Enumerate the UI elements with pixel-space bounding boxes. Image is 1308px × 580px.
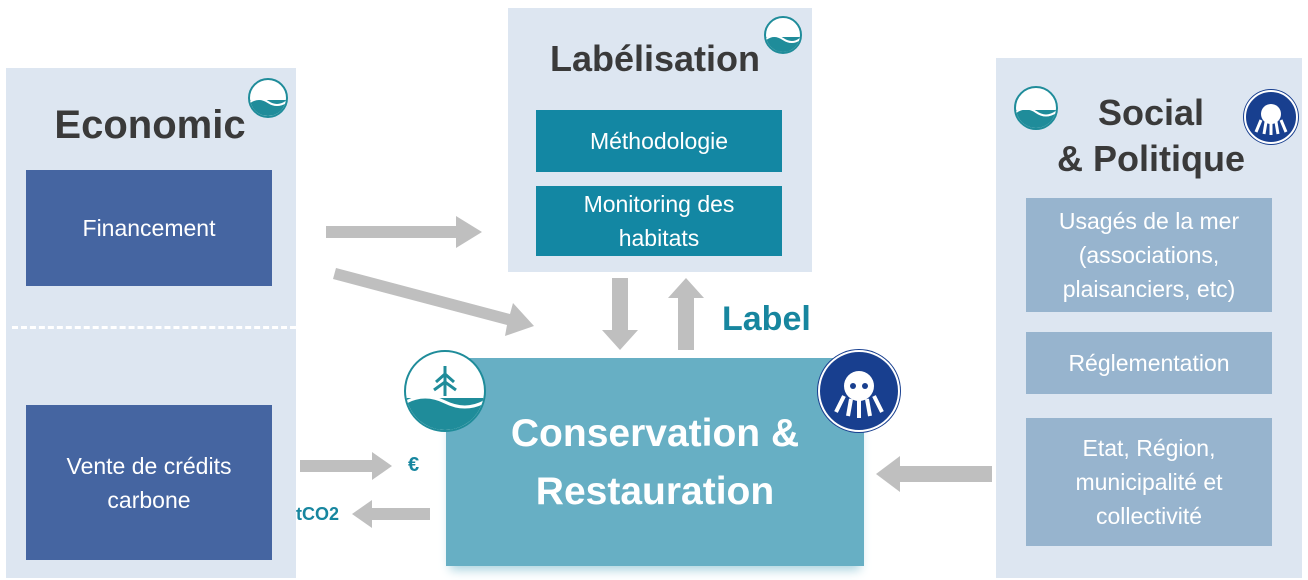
reglementation-box: Réglementation (1026, 332, 1272, 394)
usages-mer-box: Usagés de la mer (associations, plaisanc… (1026, 198, 1272, 312)
arrow-tco2-to-credits (352, 500, 430, 528)
methodologie-box: Méthodologie (536, 110, 782, 172)
label-text: Label (722, 300, 811, 338)
arrow-financement-to-conservation (333, 268, 534, 336)
euro-text: € (408, 454, 420, 476)
blueleaf-logo (248, 78, 288, 118)
blueleaf-logo (764, 16, 802, 54)
economic-title: Economic (54, 103, 246, 147)
blueleaf-logo (1014, 86, 1058, 130)
financement-box: Financement (26, 170, 272, 286)
arrow-credits-to-euro (300, 452, 392, 480)
naturdive-logo (818, 350, 900, 432)
labelisation-title: Labélisation (549, 38, 761, 79)
vente-credits-box: Vente de crédits carbone (26, 405, 272, 560)
monitoring-box: Monitoring des habitats (536, 186, 782, 256)
naturdive-logo (1244, 90, 1298, 144)
arrow-label-up (668, 278, 704, 350)
arrow-social-to-conservation (876, 456, 992, 492)
arrow-labelisation-down (602, 278, 638, 350)
center-box (446, 358, 864, 566)
etat-region-box: Etat, Région, municipalité et collectivi… (1026, 418, 1272, 546)
center-title: Conservation & Restauration (510, 412, 800, 513)
social-title: Social & Politique (1057, 92, 1245, 179)
tco2-text: tCO2 (296, 504, 340, 524)
dashed-divider (12, 326, 296, 329)
arrow-financement-to-labelisation (326, 216, 482, 248)
